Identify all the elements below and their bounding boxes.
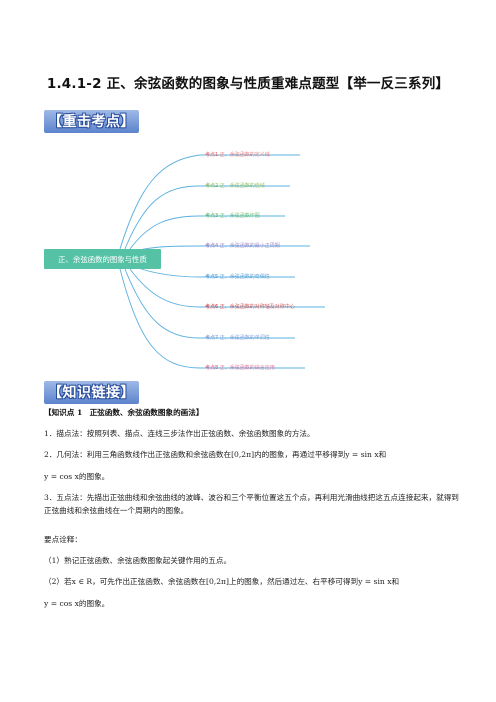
branch-key: 考点7 — [205, 335, 219, 341]
paragraph-6: （2）若x ∈ R，可先作出正弦函数、余弦函数在[0,2π]上的图象，然后通过左… — [44, 576, 464, 587]
branch-key: 考点5 — [205, 274, 219, 280]
paragraph-1: 1．描点法：按照列表、描点、连线三步法作出正弦函数、余弦函数图象的方法。 — [44, 429, 315, 438]
connector-8 — [119, 268, 305, 369]
branch-key: 考点3 — [205, 213, 219, 219]
paragraph-6-cont: y = cos x的图象。 — [44, 598, 464, 609]
branch-text: 正、余弦函数的综合应用 — [219, 365, 275, 371]
paragraph-4: 要点诠释： — [44, 535, 82, 544]
knowledge-point-title: 正弦函数、余弦函数图象的画法】 — [89, 408, 204, 417]
connector-2 — [124, 185, 290, 250]
mindmap-branch-8: 考点8 正、余弦函数的综合应用 — [205, 364, 275, 371]
paragraph-2: 2．几何法：利用三角函数线作出正弦函数和余弦函数在[0,2π]内的图象，再通过平… — [44, 449, 464, 460]
p6-condition: x ∈ R — [71, 577, 93, 586]
branch-text: 正、余弦函数的奇偶性 — [219, 274, 270, 280]
connector-5 — [134, 266, 295, 278]
paragraph-2-cont: y = cos x的图象。 — [44, 471, 464, 482]
section-header-knowledge: 【知识链接】 — [44, 381, 139, 404]
paragraph-3: 3．五点法：先描出正弦曲线和余弦曲线的波峰、波谷和三个平衡位置这五个点，再利用光… — [44, 493, 459, 515]
knowledge-heading: 【知识点 1 正弦函数、余弦函数图象的画法】 — [44, 407, 464, 418]
mindmap-branch-6: 考点6 正、余弦函数的对称轴及对称中心 — [205, 303, 295, 310]
p6-text-e: 的图象。 — [78, 599, 110, 608]
branch-key: 考点4 — [205, 243, 219, 249]
mindmap-branch-7: 考点7 正、余弦函数的单调性 — [205, 334, 270, 341]
p6-text-a: （2）若 — [44, 577, 72, 586]
mindmap-branch-3: 考点3 正、余弦函数作图 — [205, 212, 260, 219]
p6-text-d: 和 — [391, 577, 400, 586]
connector-7 — [124, 268, 295, 339]
branch-text: 正、余弦函数的定义域 — [219, 152, 270, 158]
branch-text: 正、余弦函数的最小正周期 — [219, 243, 280, 249]
p6-text-c: 上的图象，然后通过左、右平移可得到 — [228, 577, 359, 586]
section-header-key-points: 【重击考点】 — [44, 110, 139, 133]
p2-text-b: 内的图象，再通过平移得到 — [254, 450, 346, 459]
branch-key: 考点1 — [205, 152, 219, 158]
p2-text-c: 和 — [378, 450, 387, 459]
paragraph-5: （1）熟记正弦函数、余弦函数图象起关键作用的五点。 — [44, 556, 232, 565]
mindmap-branch-2: 考点2 正、余弦函数的值域 — [205, 182, 265, 189]
branch-key: 考点6 — [205, 304, 219, 310]
knowledge-point-label: 【知识点 1 — [44, 408, 83, 417]
p2-text-a: 2．几何法：利用三角函数线作出正弦函数和余弦函数在 — [44, 450, 232, 459]
p6-interval: [0,2π] — [205, 577, 229, 586]
branch-text: 正、余弦函数的值域 — [219, 183, 265, 189]
p2-interval: [0,2π] — [231, 450, 255, 459]
p2-cos-formula: y = cos x — [44, 472, 79, 481]
p2-sin-formula: y = sin x — [345, 450, 379, 459]
branch-key: 考点8 — [205, 365, 219, 371]
p2-text-d: 的图象。 — [78, 472, 110, 481]
mindmap-center-node: 正、余弦函数的图象与性质 — [44, 249, 161, 269]
connector-1 — [119, 154, 300, 250]
mindmap-branch-5: 考点5 正、余弦函数的奇偶性 — [205, 273, 270, 280]
branch-text: 正、余弦函数作图 — [219, 213, 260, 219]
mindmap-branch-1: 考点1 正、余弦函数的定义域 — [205, 151, 270, 158]
mindmap-branch-4: 考点4 正、余弦函数的最小正周期 — [205, 242, 280, 249]
branch-text: 正、余弦函数的单调性 — [219, 335, 270, 341]
p6-sin-formula: y = sin x — [358, 577, 392, 586]
p6-cos-formula: y = cos x — [44, 599, 79, 608]
connector-6 — [129, 268, 325, 308]
branch-text: 正、余弦函数的对称轴及对称中心 — [219, 304, 295, 310]
connector-3 — [129, 215, 285, 250]
page-title: 1.4.1-2 正、余弦函数的图象与性质重难点题型【举一反三系列】 — [46, 76, 450, 92]
p6-text-b: ，可先作出正弦函数、余弦函数在 — [92, 577, 206, 586]
branch-key: 考点2 — [205, 183, 219, 189]
